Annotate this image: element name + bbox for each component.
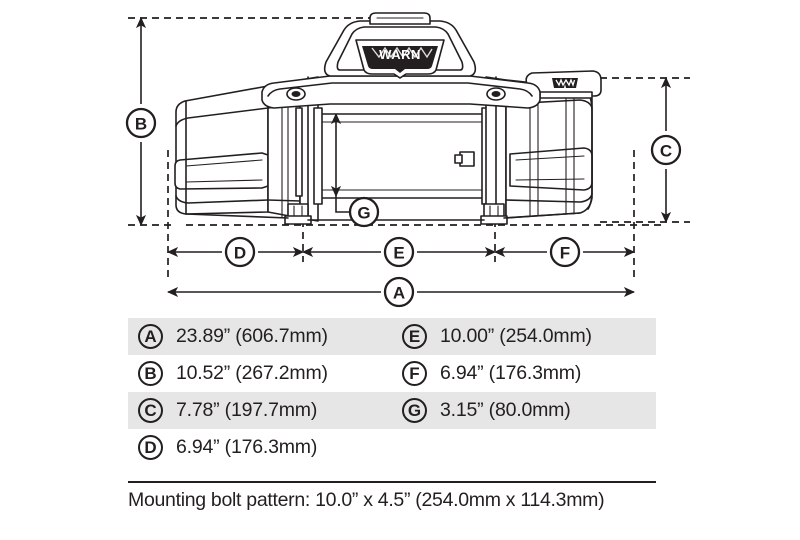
spec-badge-c: C	[138, 398, 163, 423]
dimension-f: F	[493, 236, 636, 268]
gear-housing	[505, 79, 593, 219]
dimension-a: A	[166, 276, 636, 308]
spec-value-b: 10.52” (267.2mm)	[176, 362, 328, 384]
spec-value-g: 3.15” (80.0mm)	[440, 399, 571, 421]
mounting-bolt-pattern-note: Mounting bolt pattern: 10.0” x 4.5” (254…	[128, 489, 605, 511]
spec-badge-d: D	[138, 435, 163, 460]
marker-label-f: F	[560, 244, 570, 263]
spec-badge-g: G	[402, 398, 427, 423]
table-row: C 7.78” (197.7mm) G 3.15” (80.0mm)	[128, 392, 656, 429]
spec-value-e: 10.00” (254.0mm)	[440, 325, 592, 347]
mounting-foot-left	[284, 203, 312, 225]
footer-divider	[128, 481, 656, 483]
marker-label-b: B	[135, 115, 147, 134]
dimension-c: C	[650, 76, 682, 224]
marker-label-d: D	[234, 244, 246, 263]
spec-cell-d: D 6.94” (176.3mm)	[128, 435, 392, 460]
dimension-g: G	[330, 112, 380, 228]
spec-badge-f: F	[402, 361, 427, 386]
control-pack-housing: WARN	[323, 12, 477, 79]
spec-value-c: 7.78” (197.7mm)	[176, 399, 318, 421]
spec-value-a: 23.89” (606.7mm)	[176, 325, 328, 347]
spec-cell-c: C 7.78” (197.7mm)	[128, 398, 392, 423]
spec-badge-e: E	[402, 324, 427, 349]
winch-dimension-diagram: WARN	[125, 12, 690, 308]
marker-label-a: A	[393, 284, 405, 303]
spec-badge-b: B	[138, 361, 163, 386]
mounting-foot-right	[480, 203, 508, 225]
spec-cell-e: E 10.00” (254.0mm)	[392, 324, 656, 349]
dimension-spec-table: A 23.89” (606.7mm) E 10.00” (254.0mm) B …	[128, 318, 656, 466]
spec-badge-a: A	[138, 324, 163, 349]
marker-label-g: G	[357, 204, 370, 223]
table-row: D 6.94” (176.3mm)	[128, 429, 656, 466]
table-row: B 10.52” (267.2mm) F 6.94” (176.3mm)	[128, 355, 656, 392]
tie-bar	[261, 75, 541, 109]
motor-housing	[174, 79, 301, 219]
clutch-warn-badge	[552, 78, 578, 88]
spec-value-d: 6.94” (176.3mm)	[176, 436, 318, 458]
winch-illustration: WARN	[174, 12, 602, 225]
dimension-b: B	[125, 16, 157, 227]
spec-cell-a: A 23.89” (606.7mm)	[128, 324, 392, 349]
spec-cell-b: B 10.52” (267.2mm)	[128, 361, 392, 386]
spec-cell-g: G 3.15” (80.0mm)	[392, 398, 656, 423]
tie-bar-bolt-right	[486, 87, 506, 101]
spec-value-f: 6.94” (176.3mm)	[440, 362, 582, 384]
dimension-d: D	[166, 236, 305, 268]
dimension-e: E	[301, 236, 497, 268]
warn-wordmark: WARN	[371, 46, 433, 62]
marker-label-e: E	[393, 244, 404, 263]
spec-cell-f: F 6.94” (176.3mm)	[392, 361, 656, 386]
table-row: A 23.89” (606.7mm) E 10.00” (254.0mm)	[128, 318, 656, 355]
tie-bar-bolt-left	[286, 87, 306, 101]
marker-label-c: C	[660, 142, 672, 161]
